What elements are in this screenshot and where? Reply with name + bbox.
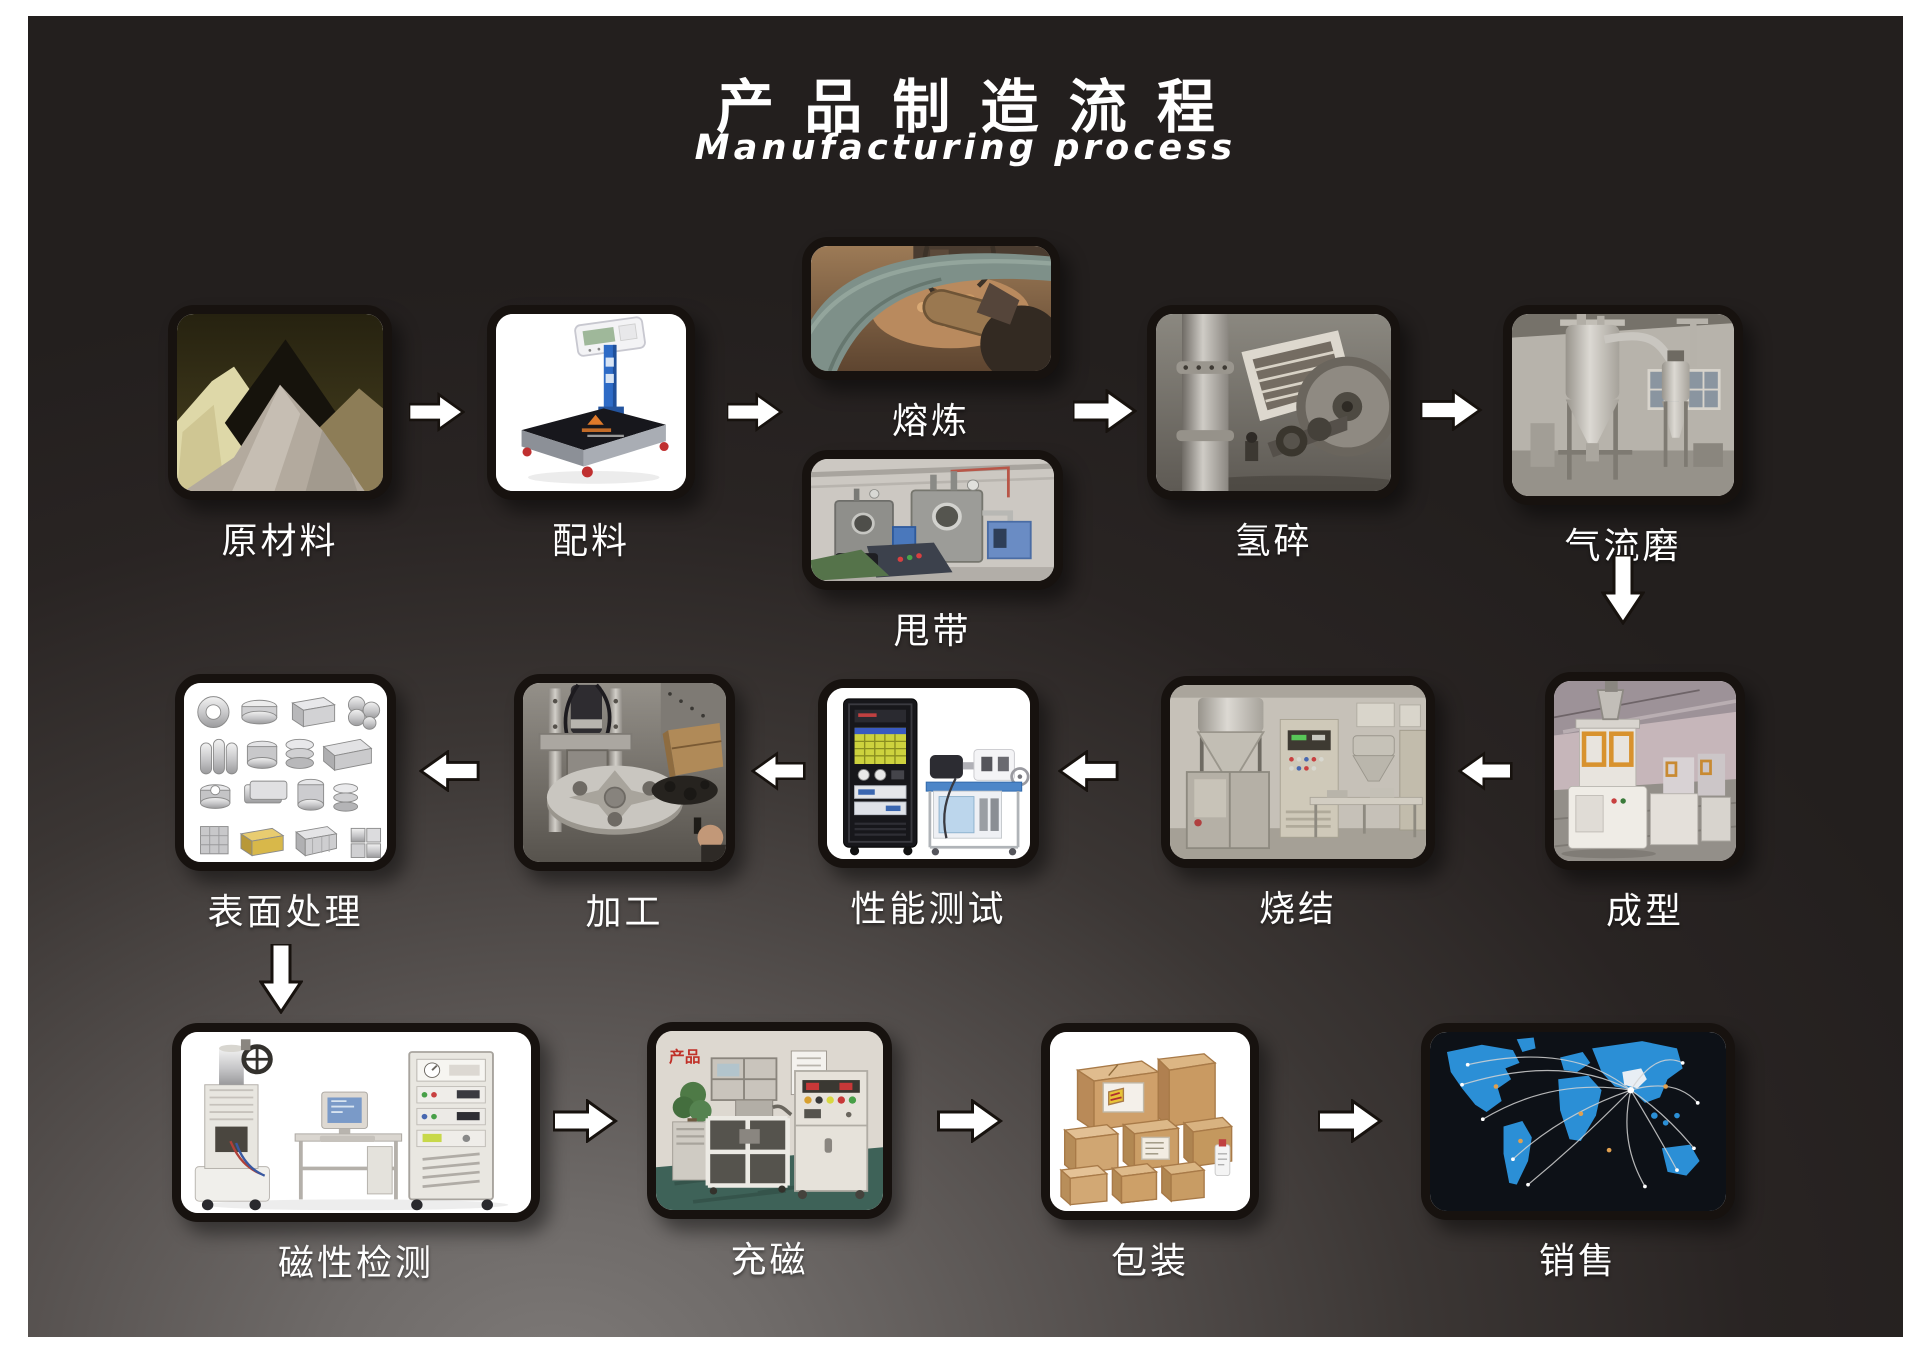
stage-performance-testing: 性能测试 bbox=[818, 679, 1039, 932]
poster-panel: 产品制造流程 Manufacturing process 原材料 bbox=[28, 16, 1903, 1337]
surface-treatment-illustration bbox=[184, 683, 387, 862]
melting-illustration bbox=[811, 246, 1051, 371]
forming-illustration bbox=[1554, 681, 1736, 861]
stage-label: 熔炼 bbox=[891, 401, 970, 442]
sales-world-map-illustration bbox=[1430, 1032, 1726, 1211]
flow-arrow-down bbox=[259, 944, 303, 1014]
machining-photo bbox=[514, 674, 735, 871]
poster-subtitle: Manufacturing process bbox=[694, 128, 1237, 168]
stage-melting: 熔炼 bbox=[802, 237, 1060, 444]
jet-milling-illustration bbox=[1512, 314, 1734, 496]
flow-arrow-right bbox=[1073, 389, 1137, 433]
stage-sales: 销售 bbox=[1421, 1023, 1735, 1284]
stage-magnetic-testing: 磁性检测 bbox=[172, 1023, 540, 1286]
performance-testing-illustration bbox=[827, 688, 1030, 859]
sintering-illustration bbox=[1170, 685, 1426, 859]
stage-label: 氢碎 bbox=[1234, 521, 1313, 562]
stage-label: 甩带 bbox=[893, 611, 972, 652]
strip-casting-photo bbox=[802, 450, 1063, 590]
flow-arrow-right bbox=[1318, 1099, 1383, 1143]
stage-label: 配料 bbox=[551, 521, 630, 562]
surface-treatment-photo bbox=[175, 674, 396, 871]
hydrogen-crushing-illustration bbox=[1156, 314, 1391, 491]
flow-arrow-right bbox=[409, 391, 465, 433]
stage-strip-casting: 甩带 bbox=[802, 450, 1063, 654]
stage-label: 加工 bbox=[585, 892, 664, 933]
sales-photo bbox=[1421, 1023, 1735, 1220]
machining-illustration bbox=[523, 683, 726, 862]
flow-arrow-right bbox=[1420, 389, 1483, 431]
stage-sintering: 烧结 bbox=[1161, 676, 1435, 932]
stage-raw-material: 原材料 bbox=[168, 305, 392, 564]
flow-arrow-right bbox=[727, 391, 783, 433]
magnetizing-illustration: 产品 bbox=[656, 1031, 883, 1210]
stage-surface-treatment: 表面处理 bbox=[175, 674, 396, 935]
stage-machining: 加工 bbox=[514, 674, 735, 935]
stage-batching: 配料 bbox=[487, 305, 695, 564]
stage-label: 成型 bbox=[1605, 891, 1684, 932]
forming-photo bbox=[1545, 672, 1745, 870]
stage-label: 充磁 bbox=[730, 1240, 809, 1281]
flow-arrow-left bbox=[751, 750, 806, 792]
batching-illustration bbox=[496, 314, 686, 491]
stage-label: 磁性检测 bbox=[277, 1243, 434, 1284]
packaging-illustration bbox=[1050, 1032, 1250, 1211]
stage-label: 表面处理 bbox=[207, 892, 364, 933]
flow-arrow-left bbox=[1058, 750, 1119, 792]
flow-arrow-down bbox=[1601, 555, 1645, 625]
stage-magnetizing: 产品 bbox=[647, 1022, 892, 1283]
magnetizing-photo: 产品 bbox=[647, 1022, 892, 1219]
product-sign-text: 产品 bbox=[669, 1047, 700, 1066]
poster-title: 产品制造流程 bbox=[716, 73, 1246, 141]
flow-arrow-left bbox=[1458, 750, 1513, 792]
raw-material-illustration bbox=[177, 314, 383, 491]
batching-photo bbox=[487, 305, 695, 500]
melting-photo bbox=[802, 237, 1060, 380]
flow-arrow-left bbox=[419, 750, 480, 792]
stage-packaging: 包装 bbox=[1041, 1023, 1259, 1284]
stage-jet-milling: 气流磨 bbox=[1503, 305, 1743, 569]
stage-forming: 成型 bbox=[1545, 672, 1745, 934]
raw-material-photo bbox=[168, 305, 392, 500]
stage-label: 销售 bbox=[1538, 1241, 1617, 1282]
stage-label: 性能测试 bbox=[850, 889, 1007, 930]
magnetic-testing-photo bbox=[172, 1023, 540, 1222]
stage-label: 包装 bbox=[1110, 1241, 1189, 1282]
sintering-photo bbox=[1161, 676, 1435, 868]
strip-casting-illustration bbox=[811, 459, 1054, 581]
magnetic-testing-illustration bbox=[181, 1032, 531, 1213]
stage-label: 原材料 bbox=[221, 521, 339, 562]
performance-testing-photo bbox=[818, 679, 1039, 868]
stage-label: 烧结 bbox=[1258, 889, 1337, 930]
packaging-photo bbox=[1041, 1023, 1259, 1220]
stage-hydrogen-crushing: 氢碎 bbox=[1147, 305, 1400, 564]
hydrogen-crushing-photo bbox=[1147, 305, 1400, 500]
flow-arrow-right bbox=[937, 1099, 1004, 1143]
jet-milling-photo bbox=[1503, 305, 1743, 505]
flow-arrow-right bbox=[553, 1099, 618, 1143]
